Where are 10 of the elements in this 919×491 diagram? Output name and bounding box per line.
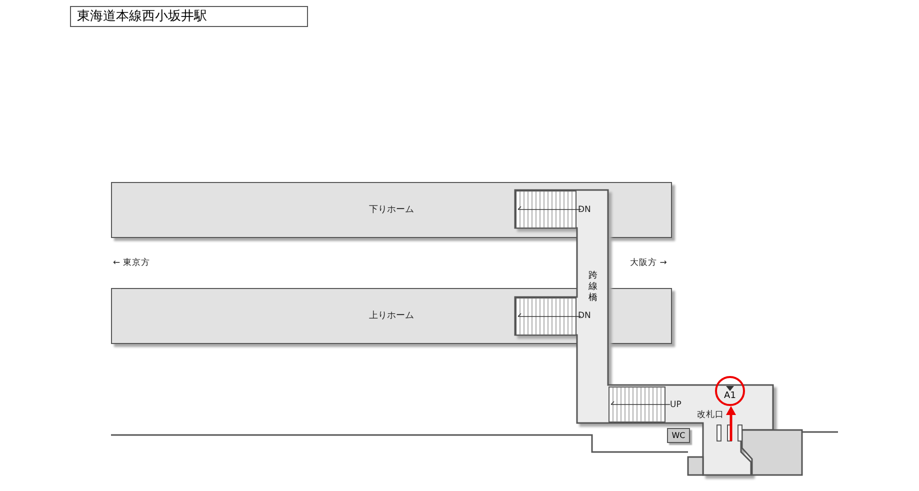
stair-direction-label: UP bbox=[670, 401, 682, 410]
footbridge: 跨線橋 bbox=[579, 262, 607, 312]
stair-direction-label: DN bbox=[578, 312, 591, 320]
destination-label: ← 東京方 bbox=[113, 259, 150, 268]
restroom: WC bbox=[667, 428, 690, 443]
destination-label: 大阪方 → bbox=[630, 259, 667, 268]
gate-label: 改札口 bbox=[697, 411, 724, 420]
exit-marker: A1 bbox=[715, 376, 745, 406]
station-name-heading: 東海道本線西小坂井駅 bbox=[70, 6, 308, 27]
stair-direction-label: DN bbox=[578, 206, 591, 214]
